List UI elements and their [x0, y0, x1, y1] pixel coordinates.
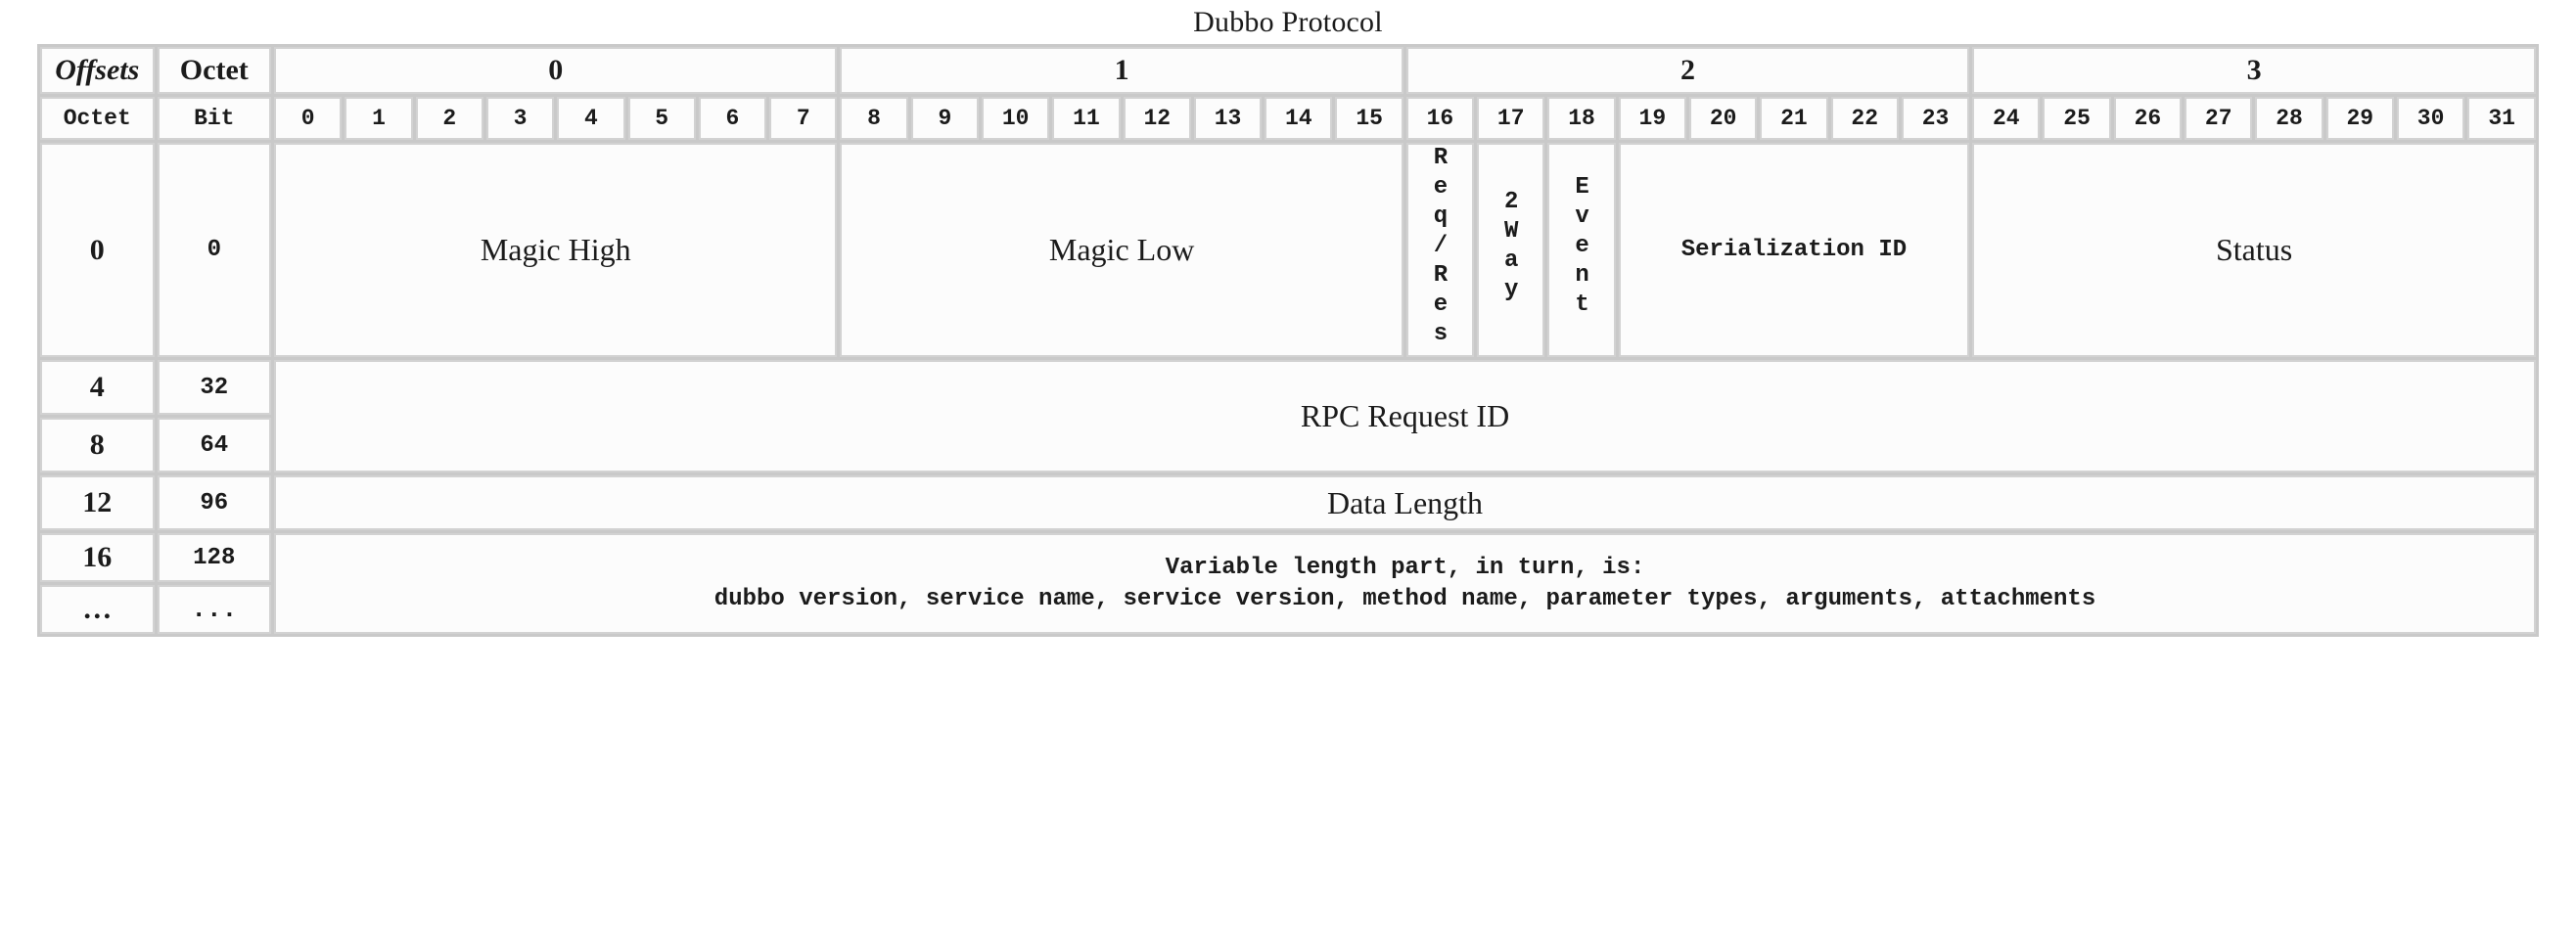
field-two-way-label: 2Way — [1497, 189, 1525, 306]
bit-number-26: 26 — [2113, 97, 2183, 140]
row-octet-offset-ellipsis: … — [40, 585, 155, 634]
bit-number-20: 20 — [1688, 97, 1758, 140]
row-bit-offset-128: 128 — [157, 533, 272, 582]
bit-number-28: 28 — [2255, 97, 2323, 140]
field-event-label: Event — [1569, 174, 1596, 321]
bit-number-16: 16 — [1405, 97, 1475, 140]
bit-number-2: 2 — [415, 97, 483, 140]
octet-group-1: 1 — [840, 47, 1403, 94]
field-event: Event — [1547, 143, 1616, 357]
bit-number-31: 31 — [2467, 97, 2536, 140]
header-row-bits: Octet Bit 0 1 2 3 4 5 6 7 8 9 10 11 12 1… — [40, 97, 2536, 140]
bit-number-5: 5 — [627, 97, 696, 140]
bit-number-30: 30 — [2396, 97, 2465, 140]
field-variable-line-2: dubbo version, service name, service ver… — [713, 585, 2096, 612]
bit-number-3: 3 — [485, 97, 555, 140]
bit-number-27: 27 — [2185, 97, 2253, 140]
row-bit-offset-96: 96 — [157, 475, 272, 530]
row-octet-offset-12: 12 — [40, 475, 155, 530]
field-serialization-id-label: Serialization ID — [1680, 236, 1908, 263]
field-status-label: Status — [2215, 232, 2293, 267]
field-magic-high: Magic High — [274, 143, 838, 357]
row-octet-offset-0: 0 — [40, 143, 155, 357]
bit-number-11: 11 — [1052, 97, 1121, 140]
dubbo-protocol-table: Offsets Octet 0 1 2 3 Octet Bit 0 1 2 3 … — [37, 44, 2539, 637]
octet-group-3: 3 — [1972, 47, 2536, 94]
bit-number-8: 8 — [840, 97, 908, 140]
data-row-octet-8: 8 64 — [40, 418, 2536, 472]
field-rpc-request-id: RPC Request ID — [274, 360, 2536, 472]
bit-number-0: 0 — [274, 97, 343, 140]
data-row-octet-4: 4 32 RPC Request ID — [40, 360, 2536, 472]
field-rpc-request-id-label: RPC Request ID — [1300, 398, 1510, 433]
field-data-length-label: Data Length — [1326, 484, 1484, 520]
row-bit-offset-0: 0 — [157, 143, 272, 357]
octet-row-label: Octet — [40, 97, 155, 140]
data-row-octet-ellipsis: … ... — [40, 585, 2536, 634]
bit-number-4: 4 — [557, 97, 625, 140]
field-magic-high-label: Magic High — [480, 232, 631, 267]
bit-number-25: 25 — [2043, 97, 2111, 140]
header-row-octets: Offsets Octet 0 1 2 3 — [40, 47, 2536, 94]
bit-number-23: 23 — [1901, 97, 1970, 140]
field-serialization-id: Serialization ID — [1618, 143, 1970, 357]
bit-row-label: Bit — [157, 97, 272, 140]
bit-number-10: 10 — [982, 97, 1050, 140]
field-magic-low-label: Magic Low — [1048, 232, 1195, 267]
bit-number-12: 12 — [1123, 97, 1191, 140]
bit-number-15: 15 — [1335, 97, 1403, 140]
bit-number-6: 6 — [698, 97, 767, 140]
row-octet-offset-16: 16 — [40, 533, 155, 582]
field-req-res: Req/Res — [1405, 143, 1475, 357]
bit-number-17: 17 — [1477, 97, 1545, 140]
field-status: Status — [1972, 143, 2536, 357]
offsets-header-cell: Offsets — [40, 47, 155, 94]
bit-number-29: 29 — [2325, 97, 2394, 140]
page-title: Dubbo Protocol — [1193, 6, 1383, 38]
bit-number-7: 7 — [769, 97, 838, 140]
octet-group-2: 2 — [1405, 47, 1970, 94]
field-two-way: 2Way — [1477, 143, 1545, 357]
bit-number-14: 14 — [1265, 97, 1333, 140]
field-data-length: Data Length — [274, 475, 2536, 530]
bit-number-9: 9 — [910, 97, 979, 140]
row-bit-offset-64: 64 — [157, 418, 272, 472]
row-octet-offset-4: 4 — [40, 360, 155, 415]
octet-header-cell: Octet — [157, 47, 272, 94]
row-bit-offset-ellipsis: ... — [157, 585, 272, 634]
field-variable-line-1: Variable length part, in turn, is: — [1165, 554, 1645, 581]
field-variable-length-part: Variable length part, in turn, is: dubbo… — [274, 533, 2536, 634]
data-row-octet-0: 0 0 Magic High Magic Low Req/Res 2Way Ev… — [40, 143, 2536, 357]
row-octet-offset-8: 8 — [40, 418, 155, 472]
field-req-res-label: Req/Res — [1427, 145, 1454, 350]
data-row-octet-12: 12 96 Data Length — [40, 475, 2536, 530]
bit-number-19: 19 — [1618, 97, 1686, 140]
row-bit-offset-32: 32 — [157, 360, 272, 415]
bit-number-1: 1 — [345, 97, 413, 140]
bit-number-24: 24 — [1972, 97, 2041, 140]
bit-number-21: 21 — [1760, 97, 1828, 140]
octet-group-0: 0 — [274, 47, 838, 94]
bit-number-22: 22 — [1830, 97, 1899, 140]
field-magic-low: Magic Low — [840, 143, 1403, 357]
bit-number-18: 18 — [1547, 97, 1616, 140]
bit-number-13: 13 — [1193, 97, 1263, 140]
data-row-octet-16: 16 128 Variable length part, in turn, is… — [40, 533, 2536, 634]
